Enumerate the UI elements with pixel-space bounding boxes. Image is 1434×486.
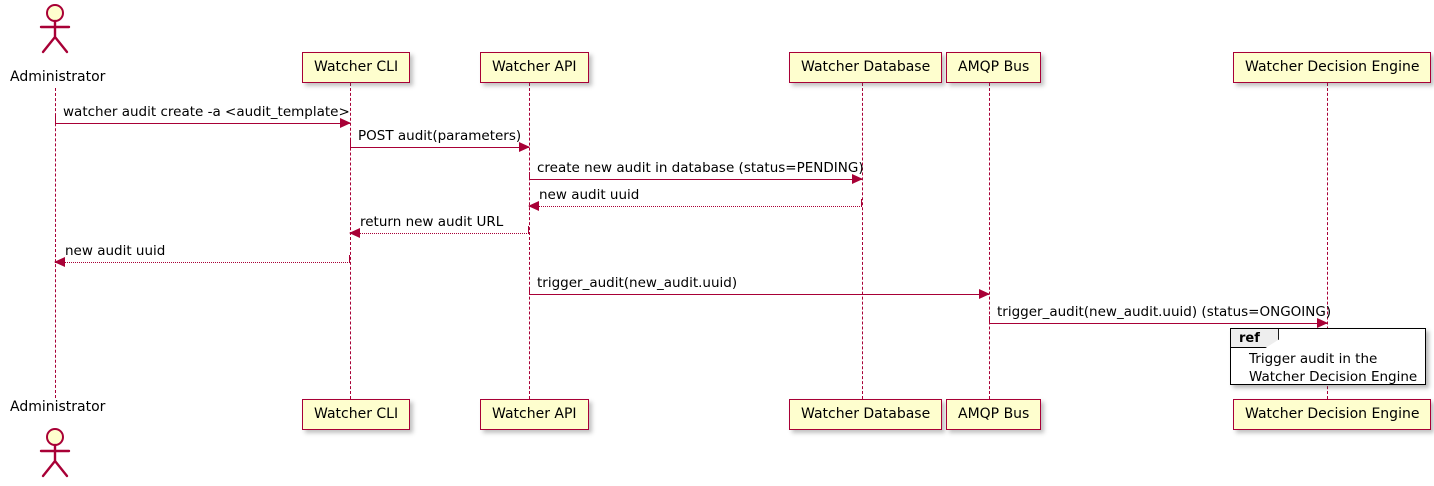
lifeline-administrator: [55, 88, 56, 398]
message-line: [55, 123, 350, 124]
message-label: watcher audit create -a <audit_template>: [63, 104, 350, 121]
participant-watcher-database-top[interactable]: Watcher Database: [789, 52, 943, 83]
participant-watcher-api-top[interactable]: Watcher API: [480, 52, 589, 83]
message-label: trigger_audit(new_audit.uuid): [537, 275, 738, 292]
message-origin-tick: [989, 316, 990, 323]
lifeline-amqp-bus: [989, 83, 990, 399]
message-line: [350, 233, 529, 234]
lifeline-watcher-database: [862, 83, 863, 399]
participant-amqp-bus-bottom[interactable]: AMQP Bus: [946, 399, 1042, 430]
participant-amqp-bus-top[interactable]: AMQP Bus: [946, 52, 1042, 83]
message-label: new audit uuid: [65, 243, 166, 260]
participant-watcher-decision-engine-top[interactable]: Watcher Decision Engine: [1233, 52, 1432, 83]
message-origin-tick: [861, 199, 862, 206]
participant-watcher-api-bottom[interactable]: Watcher API: [480, 399, 589, 430]
participant-watcher-cli-bottom[interactable]: Watcher CLI: [302, 399, 411, 430]
lifeline-watcher-cli: [350, 83, 351, 399]
message-line: [529, 179, 862, 180]
message-line: [55, 262, 350, 263]
message-label: return new audit URL: [360, 214, 504, 231]
lifeline-watcher-api: [529, 83, 530, 399]
message-line: [350, 147, 529, 148]
message-line: [529, 294, 989, 295]
message-arrowhead-icon: [349, 228, 360, 238]
message-line: [989, 323, 1327, 324]
actor-figure-icon: [39, 428, 71, 478]
message-label: create new audit in database (status=PEN…: [537, 160, 864, 177]
ref-fragment-text: Trigger audit in the Watcher Decision En…: [1249, 351, 1418, 385]
actor-administrator-bottom: [33, 428, 77, 482]
message-arrowhead-icon: [519, 142, 530, 152]
actor-label-administrator-top: Administrator: [10, 69, 106, 85]
message-origin-tick: [529, 172, 530, 179]
message-origin-tick: [350, 140, 351, 147]
message-arrowhead-icon: [1317, 318, 1328, 328]
message-origin-tick: [349, 255, 350, 262]
ref-fragment-tag: ref: [1231, 329, 1279, 348]
message-origin-tick: [529, 287, 530, 294]
message-arrowhead-icon: [979, 289, 990, 299]
message-arrowhead-icon: [340, 118, 351, 128]
message-arrowhead-icon: [54, 257, 65, 267]
message-label: trigger_audit(new_audit.uuid) (status=ON…: [997, 304, 1332, 321]
lifeline-watcher-decision-engine: [1327, 83, 1328, 399]
message-label: new audit uuid: [539, 187, 640, 204]
message-origin-tick: [55, 116, 56, 123]
message-label: POST audit(parameters): [358, 128, 522, 145]
message-arrowhead-icon: [852, 174, 863, 184]
actor-label-administrator-bottom: Administrator: [10, 399, 106, 415]
participant-watcher-decision-engine-bottom[interactable]: Watcher Decision Engine: [1233, 399, 1432, 430]
participant-watcher-database-bottom[interactable]: Watcher Database: [789, 399, 943, 430]
message-origin-tick: [528, 226, 529, 233]
participant-watcher-cli-top[interactable]: Watcher CLI: [302, 52, 411, 83]
message-arrowhead-icon: [528, 201, 539, 211]
message-line: [529, 206, 862, 207]
actor-administrator-top: [33, 4, 77, 58]
actor-figure-icon: [39, 4, 71, 54]
